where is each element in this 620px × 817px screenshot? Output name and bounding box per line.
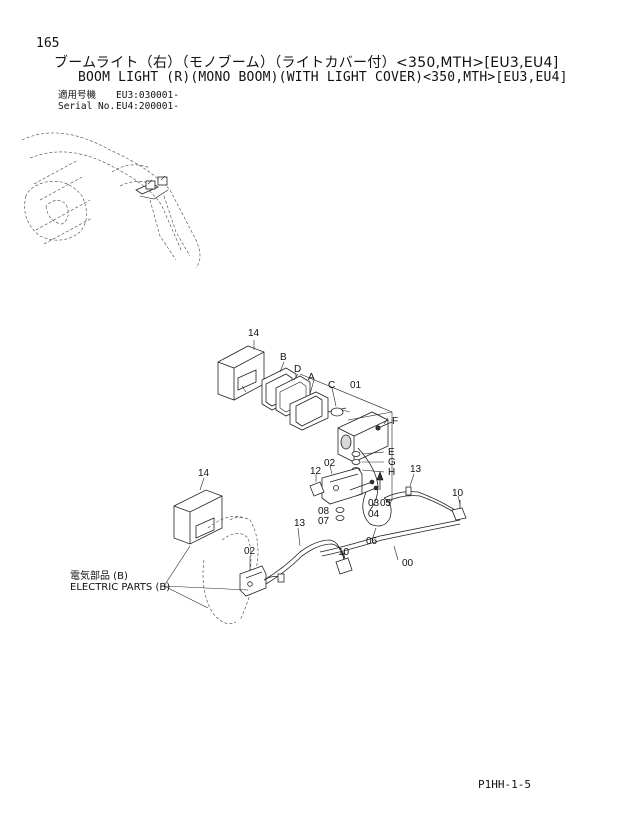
boom-locator-sketch [21, 132, 201, 269]
harness-13-lower [263, 539, 347, 585]
callout-13-lower: 13 [294, 518, 306, 529]
callout-02-upper: 02 [324, 458, 336, 469]
light-cover-lower [173, 489, 223, 545]
electric-parts-label-jp: 電気部品 (B) [70, 571, 128, 582]
serial-line-1: EU3:030001- [116, 90, 179, 101]
callout-01: 01 [350, 380, 362, 391]
callout-08: 08 [318, 506, 330, 517]
electric-parts-reference: 電気部品 (B) ELECTRIC PARTS (B) [70, 571, 170, 593]
callout-b: B [280, 352, 287, 363]
callout-e: E [388, 447, 395, 458]
callout-06: 06 [366, 536, 378, 547]
callout-d: D [294, 364, 301, 375]
clamp-10-lower [335, 552, 353, 575]
serial-number-block: 適用号機 EU3:030001- Serial No.EU4:200001- [58, 90, 179, 112]
electric-parts-pointers [163, 545, 249, 609]
electric-parts-label-en: ELECTRIC PARTS (B) [70, 582, 171, 593]
screw-f [375, 421, 393, 431]
lamp-body-01 [337, 411, 389, 463]
title-english: BOOM LIGHT (R)(MONO BOOM)(WITH LIGHT COV… [78, 70, 568, 85]
callout-12: 12 [310, 466, 322, 477]
callout-05: 05 [380, 498, 392, 509]
nut-12 [309, 481, 325, 497]
callout-f: F [392, 416, 398, 427]
group-01-bracket [299, 373, 393, 507]
washers-07-08 [335, 507, 345, 521]
title-japanese: ブームライト（右）（モノブーム）（ライトカバー付）<350,MTH>[EU3,E… [54, 55, 559, 71]
serial-line-2: EU4:200001- [116, 101, 179, 112]
callout-04: 04 [368, 509, 380, 520]
callout-c: C [328, 380, 335, 391]
harness-13-upper [383, 486, 461, 517]
leader-lines [199, 340, 461, 570]
serial-label-jp: 適用号機 [58, 90, 97, 101]
callout-14-lower: 14 [198, 468, 210, 479]
bulb-housing-a [289, 391, 329, 431]
serial-label-en: Serial No. [58, 101, 116, 112]
clamp-10-upper [451, 500, 467, 521]
lamp-harness [357, 447, 379, 511]
bracket-02-lower [239, 565, 267, 597]
callout-14-upper: 14 [248, 328, 260, 339]
callout-02-lower: 02 [244, 546, 256, 557]
callout-10-upper: 10 [452, 488, 464, 499]
callout-a: A [308, 372, 315, 383]
light-cover-upper [217, 345, 265, 401]
leader-01 [347, 411, 393, 421]
bulb-c [327, 407, 351, 417]
harness-00 [319, 519, 461, 557]
callout-h: H [388, 467, 395, 478]
callout-07: 07 [318, 516, 330, 527]
callout-g: G [388, 457, 396, 468]
boom-outline-lower [202, 516, 259, 624]
callout-10-lower: 10 [338, 547, 350, 558]
bracket-02-upper [321, 467, 363, 505]
harness-06 [362, 491, 392, 527]
footer-code: P1HH-1-5 [478, 778, 531, 791]
callout-00: 00 [402, 558, 414, 569]
page-number: 165 [36, 36, 60, 51]
callout-03: 03 [368, 498, 380, 509]
callout-13-upper: 13 [410, 464, 422, 475]
